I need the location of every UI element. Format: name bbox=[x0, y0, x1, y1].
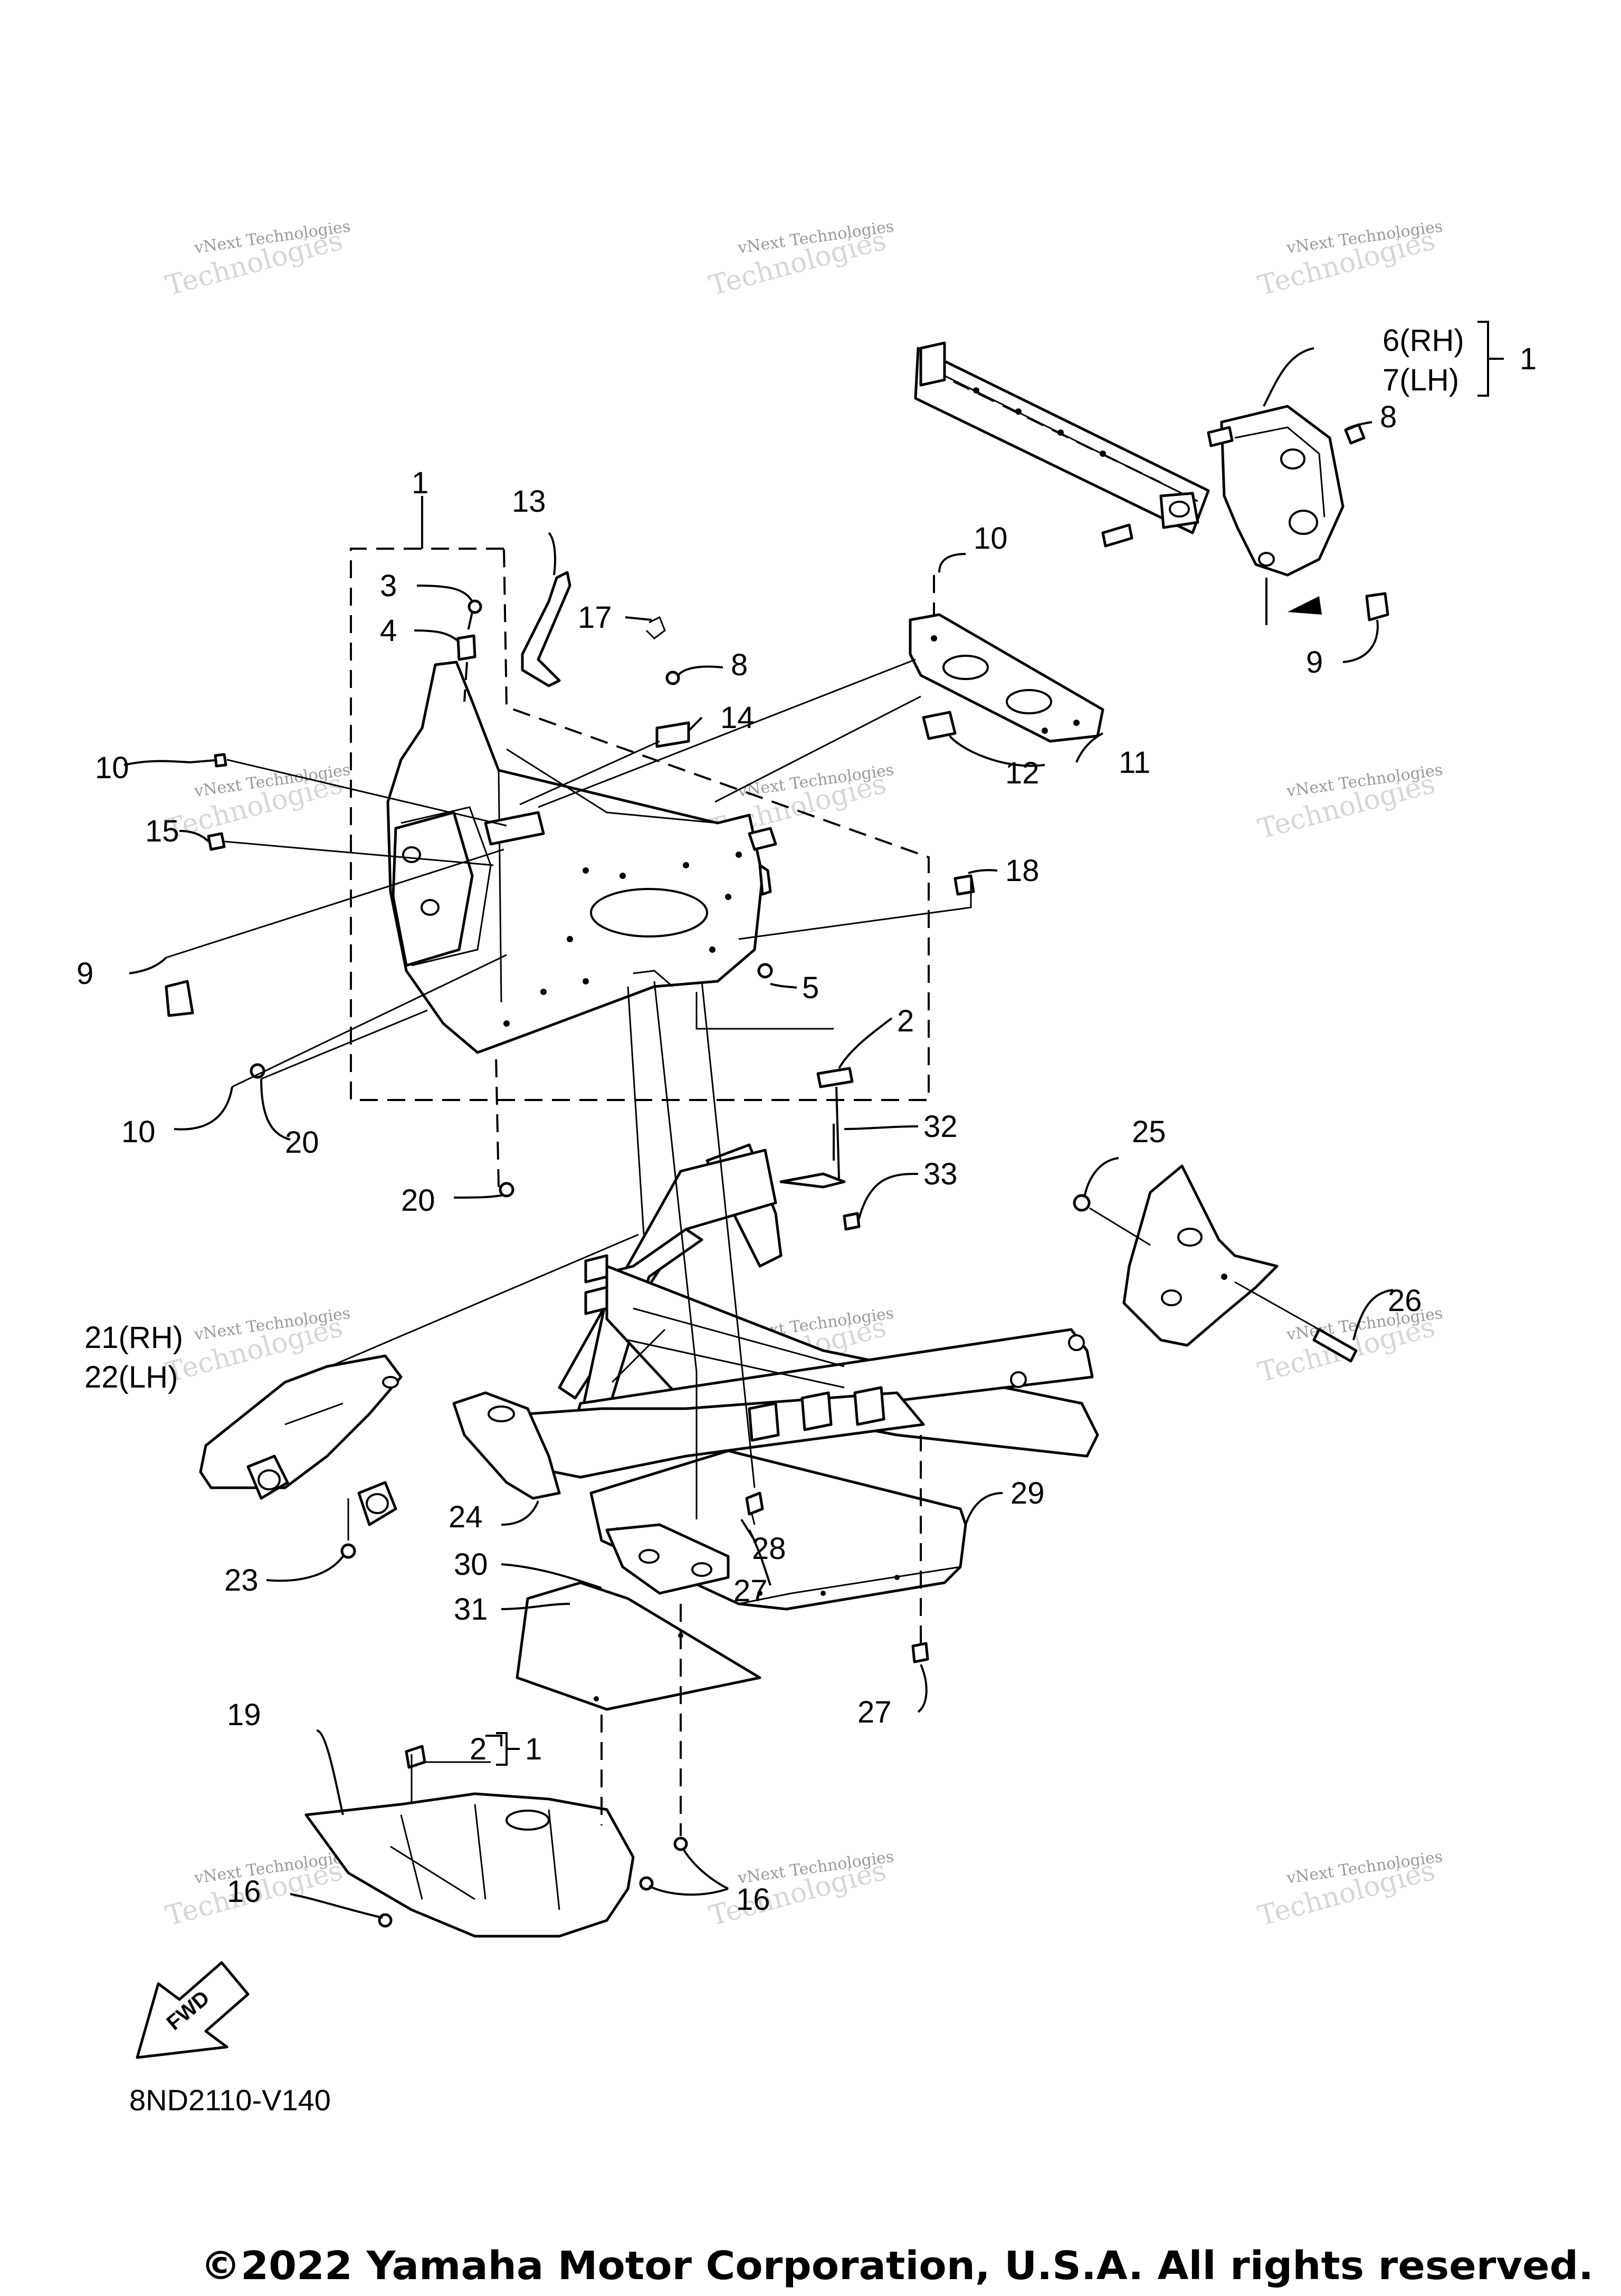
copyright-notice: ©2022 Yamaha Motor Corporation, U.S.A. A… bbox=[201, 2243, 1594, 2289]
front-frame bbox=[386, 661, 777, 1054]
main-frame bbox=[452, 1143, 1099, 1500]
callout-27: 27 bbox=[857, 1695, 892, 1729]
bracket-11 bbox=[909, 613, 1104, 743]
callout-1: 1 bbox=[1520, 342, 1537, 376]
callout-2: 2 bbox=[470, 1732, 487, 1766]
callout-10: 10 bbox=[95, 751, 129, 785]
bracket-14 bbox=[655, 721, 690, 748]
callout-23: 23 bbox=[224, 1563, 259, 1597]
callout-9: 9 bbox=[77, 956, 93, 991]
callout-30: 30 bbox=[454, 1547, 488, 1582]
callout-7: 7(LH) bbox=[1382, 363, 1459, 397]
callout-28: 28 bbox=[752, 1532, 786, 1566]
hardware bbox=[165, 599, 1358, 1928]
callout-12: 12 bbox=[1005, 756, 1040, 790]
callout-5: 5 bbox=[802, 971, 819, 1005]
assembly-1-boundary bbox=[350, 548, 930, 1101]
callouts: 1 1 1 2 2 3 4 5 6(RH) 7(LH) 8 8 9 9 10 1… bbox=[77, 323, 1537, 1917]
bolt-28 bbox=[745, 1491, 764, 1516]
callout-16: 16 bbox=[227, 1874, 261, 1909]
callout-3: 3 bbox=[380, 569, 397, 603]
bolt-33 bbox=[843, 1212, 861, 1231]
callout-8: 8 bbox=[731, 648, 748, 682]
callout-25: 25 bbox=[1132, 1115, 1166, 1149]
callout-15: 15 bbox=[145, 814, 179, 848]
callout-20: 20 bbox=[285, 1125, 319, 1160]
callout-26: 26 bbox=[1388, 1284, 1422, 1318]
skid-guard-19 bbox=[304, 1745, 635, 1938]
callout-16: 16 bbox=[736, 1882, 770, 1917]
bracket-25 bbox=[1122, 1164, 1279, 1347]
callout-10: 10 bbox=[974, 521, 1008, 556]
callout-11: 11 bbox=[1119, 745, 1150, 780]
nut-3 bbox=[468, 599, 482, 614]
callout-33: 33 bbox=[923, 1157, 958, 1191]
callout-1: 1 bbox=[525, 1732, 542, 1766]
callout-6: 6(RH) bbox=[1382, 323, 1464, 358]
callout-18: 18 bbox=[1005, 854, 1040, 888]
callout-32: 32 bbox=[923, 1109, 958, 1144]
clip-2 bbox=[816, 1067, 854, 1088]
callout-8: 8 bbox=[1380, 400, 1397, 434]
gusset-13 bbox=[521, 571, 571, 687]
bolt-26 bbox=[1312, 1328, 1358, 1363]
callout-19: 19 bbox=[227, 1698, 261, 1732]
clip-18 bbox=[953, 874, 975, 896]
callout-31: 31 bbox=[454, 1592, 488, 1627]
damper-9 bbox=[165, 980, 194, 1017]
clip-17 bbox=[645, 616, 666, 639]
bracket-symbols bbox=[496, 321, 1504, 1766]
collar-4 bbox=[456, 634, 476, 661]
bolt-15 bbox=[207, 832, 226, 851]
callout-1: 1 bbox=[412, 466, 428, 500]
callout-27: 27 bbox=[733, 1574, 768, 1608]
plate-32 bbox=[779, 1172, 846, 1189]
callout-14: 14 bbox=[720, 701, 755, 735]
callout-13: 13 bbox=[512, 484, 546, 519]
callout-24: 24 bbox=[449, 1500, 483, 1534]
bracket-21-22 bbox=[199, 1354, 403, 1526]
pin-27 bbox=[911, 1642, 929, 1663]
callout-22: 22(LH) bbox=[84, 1360, 178, 1394]
nut-23 bbox=[340, 1543, 356, 1559]
callout-29: 29 bbox=[1010, 1476, 1045, 1510]
callout-20: 20 bbox=[401, 1183, 435, 1218]
bolt-16 bbox=[673, 1836, 688, 1851]
cross-tube-and-bracket bbox=[914, 341, 1389, 625]
callout-4: 4 bbox=[380, 614, 397, 648]
fwd-arrow-icon: FWD bbox=[136, 1961, 250, 2059]
callout-17: 17 bbox=[578, 600, 612, 635]
callout-21: 21(RH) bbox=[84, 1321, 183, 1355]
cover-31 bbox=[516, 1581, 761, 1711]
nut-25 bbox=[1073, 1194, 1091, 1212]
drawing-code: 8ND2110-V140 bbox=[129, 2083, 331, 2117]
leader-lines bbox=[123, 347, 1394, 1919]
callout-9: 9 bbox=[1306, 645, 1323, 680]
bolt-20b bbox=[499, 1182, 514, 1198]
callout-2: 2 bbox=[897, 1004, 914, 1038]
callout-10: 10 bbox=[121, 1115, 156, 1149]
nut-5 bbox=[757, 963, 773, 979]
